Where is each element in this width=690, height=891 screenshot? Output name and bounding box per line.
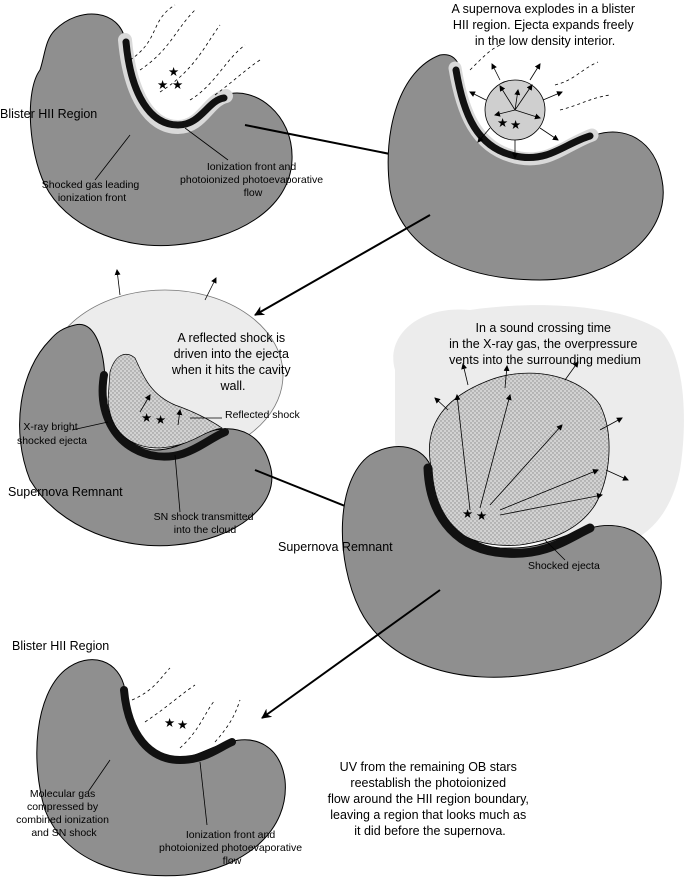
star-icon: ★: [168, 65, 179, 79]
ob-stars-1: ★ ★ ★: [157, 65, 183, 92]
panel-3-title: Supernova Remnant: [8, 485, 123, 499]
panel-4-title: Supernova Remnant: [278, 540, 393, 554]
transition-arrow-2: [254, 214, 431, 316]
remnant-expansion-arrows-3: [114, 269, 217, 301]
star-icon: ★: [177, 718, 188, 732]
ob-stars-2: ★ ★: [497, 116, 521, 132]
panel-2-supernova-explodes: A supernova explodes in a blister HII re…: [387, 2, 664, 281]
label-shocked-ejecta: Shocked ejecta: [528, 560, 600, 572]
transition-arrow-4: [261, 589, 441, 719]
label-ionization-front-1: Ionization front and photoionized photoe…: [180, 161, 326, 199]
ejecta-expansion-arrows: [469, 63, 563, 159]
label-ionization-front-5: Ionization front and photoionized photoe…: [159, 829, 305, 867]
panel-5-caption: UV from the remaining OB stars reestabli…: [328, 760, 533, 838]
ionization-front-5: [120, 686, 236, 765]
ob-stars-3: ★ ★: [141, 411, 166, 427]
star-icon: ★: [141, 411, 152, 425]
photoevaporative-flow-1: [129, 4, 261, 101]
photoevaporative-flow-5: [131, 667, 241, 749]
panel-5-title: Blister HII Region: [12, 639, 109, 653]
label-molecular-gas: Molecular gas compressed by combined ion…: [16, 788, 112, 839]
panel-3-caption: A reflected shock is driven into the eje…: [171, 331, 294, 393]
label-shocked-gas: Shocked gas leading ionization front: [42, 179, 142, 204]
star-icon: ★: [155, 413, 166, 427]
shocked-ejecta-4: [428, 372, 610, 546]
label-reflected-shock: Reflected shock: [225, 409, 300, 421]
panel-1-title: Blister HII Region: [0, 107, 97, 121]
star-icon: ★: [164, 716, 175, 730]
ob-stars-5: ★ ★: [164, 716, 188, 732]
star-icon: ★: [157, 78, 168, 92]
label-sn-shock: SN shock transmitted into the cloud: [154, 511, 257, 536]
star-icon: ★: [510, 118, 521, 132]
ionization-front-1: [122, 38, 228, 129]
shocked-ejecta-3: [107, 354, 223, 449]
star-icon: ★: [462, 507, 473, 521]
panel-4-caption: In a sound crossing time in the X-ray ga…: [449, 321, 641, 367]
overpressure-arrows: [434, 361, 629, 516]
panel-1-blister-hii-region: ★ ★ ★ Blister HII Region Shocked gas lea…: [0, 4, 326, 247]
photoevaporative-flow-2: [469, 44, 611, 111]
panel-4-overpressure-vents: ★ ★ In a sound crossing time in the X-ra…: [278, 305, 684, 678]
reflected-shock-arrows: [139, 394, 183, 426]
ionization-front-4: [423, 463, 595, 558]
panel-5-blister-hii-region: Blister HII Region ★ ★ Molecular gas com…: [12, 639, 533, 877]
star-icon: ★: [476, 509, 487, 523]
star-icon: ★: [497, 116, 508, 130]
star-icon: ★: [172, 78, 183, 92]
panel-2-caption: A supernova explodes in a blister HII re…: [452, 2, 639, 48]
molecular-cloud-3: [19, 324, 273, 547]
label-xray-bright: X-ray bright shocked ejecta: [17, 421, 87, 447]
ob-stars-4: ★ ★: [462, 507, 487, 523]
ionization-front-3: [98, 371, 229, 461]
panel-3-reflected-shock: ★ ★ A reflected shock is driven into the…: [8, 269, 300, 547]
